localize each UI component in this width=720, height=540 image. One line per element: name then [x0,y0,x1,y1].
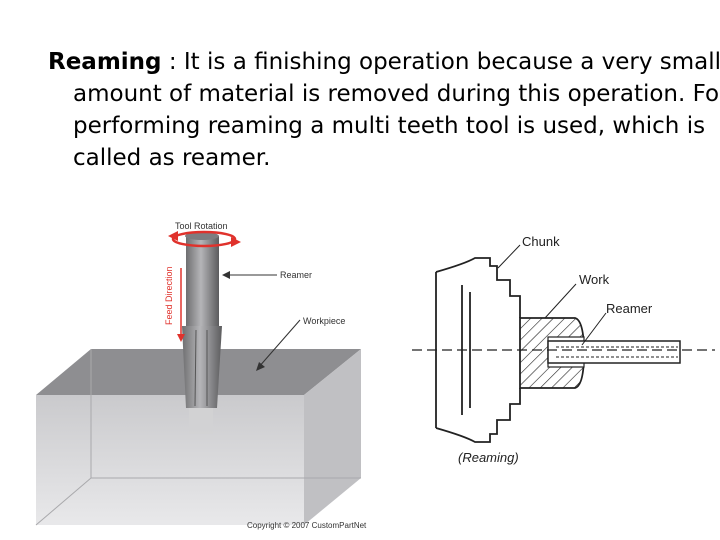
copyright-text: Copyright © 2007 CustomPartNet [247,521,367,530]
tool-rotation-label: Tool Rotation [175,221,228,231]
workpiece-label: Workpiece [303,316,345,326]
chunk-leader-line [497,244,521,269]
term-reaming: Reaming [48,49,162,75]
slide-paragraph: Reaming : It is a finishing operation be… [48,46,720,174]
tool-rotation-arrow [168,230,241,248]
work-leader-line [544,283,577,319]
feed-direction-label: Feed Direction [164,266,174,325]
work-label: Work [579,272,610,287]
workpiece-block [35,349,361,526]
workpiece-leader-line [257,319,301,369]
reaming-caption: (Reaming) [458,450,519,465]
reamer-leader-line-right [581,312,607,346]
reamer-tool [182,232,222,434]
chunk-label: Chunk [522,234,560,249]
reamer-label-right: Reamer [606,301,653,316]
reamer-shank [547,340,681,364]
reamer-label-left: Reamer [280,270,312,280]
definition-text: : It is a finishing operation because a … [73,49,720,171]
